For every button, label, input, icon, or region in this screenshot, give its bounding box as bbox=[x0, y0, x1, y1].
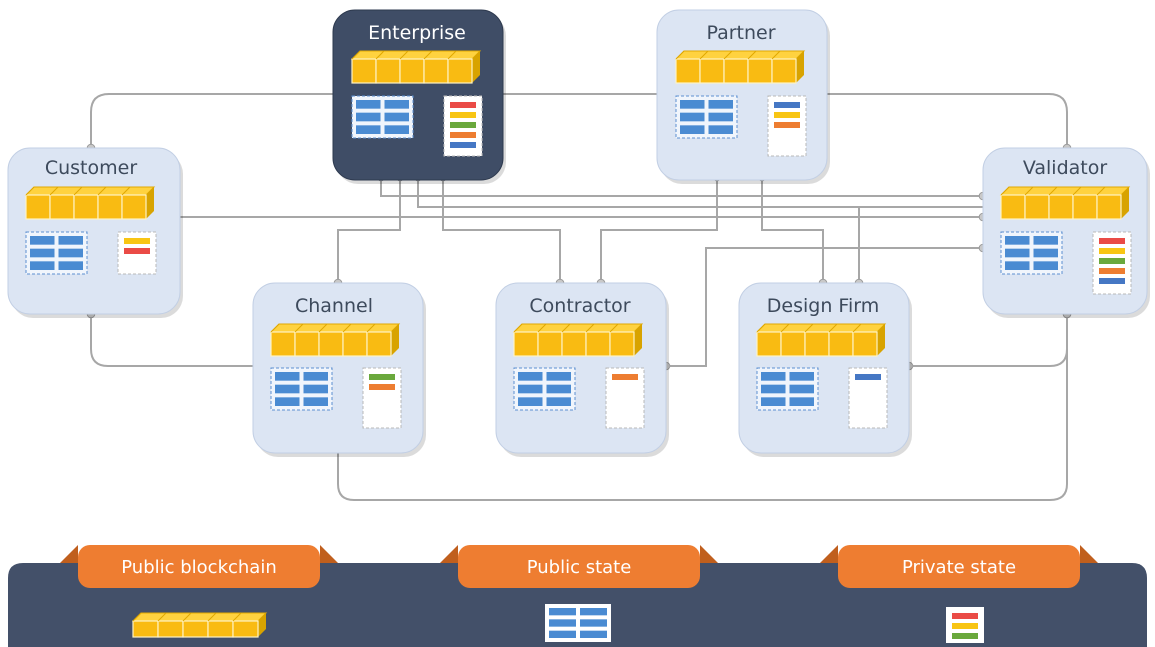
public-state-icon bbox=[545, 604, 611, 642]
green-state-bar bbox=[369, 374, 395, 380]
connector-line bbox=[337, 314, 1068, 501]
public-state-icon bbox=[513, 367, 576, 411]
yellow-state-bar bbox=[774, 112, 800, 118]
public-state-icon bbox=[25, 231, 88, 275]
node-label: Contractor bbox=[529, 295, 630, 317]
legend-tab bbox=[458, 545, 700, 588]
legend-label: Private state bbox=[902, 557, 1016, 578]
blockchain-icon bbox=[131, 612, 268, 638]
private-state-icon bbox=[1092, 231, 1132, 295]
green-state-bar bbox=[450, 122, 476, 128]
legend-private-state: Private state bbox=[820, 545, 1098, 643]
private-state-icon bbox=[443, 95, 483, 157]
yellow-state-bar bbox=[952, 623, 978, 629]
legend-tab bbox=[78, 545, 320, 588]
private-state-icon bbox=[362, 367, 402, 429]
node-label: Design Firm bbox=[767, 295, 879, 317]
blue-state-bar bbox=[855, 374, 881, 380]
blockchain-icon bbox=[999, 186, 1131, 220]
red-state-bar bbox=[450, 102, 476, 108]
connector-line bbox=[90, 314, 253, 367]
yellow-state-bar bbox=[1099, 248, 1125, 254]
blockchain-icon bbox=[512, 323, 644, 357]
node-label: Customer bbox=[45, 157, 137, 179]
orange-state-bar bbox=[369, 384, 395, 390]
private-state-icon bbox=[848, 367, 888, 429]
connector-line bbox=[600, 180, 718, 283]
orange-state-bar bbox=[612, 374, 638, 380]
orange-state-bar bbox=[774, 122, 800, 128]
private-state-icon bbox=[605, 367, 645, 429]
blockchain-icon bbox=[674, 50, 806, 84]
connector-line bbox=[761, 180, 824, 283]
red-state-bar bbox=[952, 613, 978, 619]
red-state-bar bbox=[124, 248, 150, 254]
public-state-icon bbox=[270, 367, 333, 411]
public-state-icon bbox=[756, 367, 819, 411]
connector-line bbox=[380, 180, 983, 197]
green-state-bar bbox=[1099, 258, 1125, 264]
legend-public-blockchain: Public blockchain bbox=[60, 545, 338, 638]
connector-line bbox=[417, 180, 983, 208]
node-label: Enterprise bbox=[368, 22, 466, 44]
node-contractor[interactable]: Contractor bbox=[495, 282, 669, 457]
blockchain-icon bbox=[755, 323, 887, 357]
node-customer[interactable]: Customer bbox=[7, 147, 183, 318]
legend-tab bbox=[838, 545, 1080, 588]
legend-label: Public state bbox=[527, 557, 632, 578]
public-state-icon bbox=[675, 95, 738, 139]
connector-line bbox=[909, 314, 1068, 367]
blue-state-bar bbox=[1099, 278, 1125, 284]
private-state-icon bbox=[117, 231, 157, 275]
blockchain-icon bbox=[24, 186, 156, 220]
node-channel[interactable]: Channel bbox=[252, 282, 426, 457]
legend-public-state: Public state bbox=[440, 545, 718, 642]
green-state-bar bbox=[952, 633, 978, 639]
orange-state-bar bbox=[1099, 268, 1125, 274]
node-validator[interactable]: Validator bbox=[982, 147, 1150, 318]
node-enterprise[interactable]: Enterprise bbox=[332, 9, 506, 184]
private-state-icon bbox=[767, 95, 807, 157]
legend-panel: Public blockchain Public state Private sta… bbox=[8, 545, 1147, 647]
blue-state-bar bbox=[450, 142, 476, 148]
node-label: Partner bbox=[706, 22, 775, 44]
public-state-icon bbox=[1000, 231, 1063, 275]
red-state-bar bbox=[1099, 238, 1125, 244]
legend-label: Public blockchain bbox=[121, 557, 277, 578]
node-design-firm[interactable]: Design Firm bbox=[738, 282, 912, 457]
yellow-state-bar bbox=[450, 112, 476, 118]
yellow-state-bar bbox=[124, 238, 150, 244]
connector-line bbox=[90, 93, 1068, 148]
blue-state-bar bbox=[774, 102, 800, 108]
blockchain-icon bbox=[350, 50, 482, 84]
connector-line bbox=[337, 180, 401, 283]
connector-line bbox=[442, 180, 561, 283]
node-label: Validator bbox=[1023, 157, 1108, 179]
private-state-icon bbox=[946, 607, 984, 643]
node-label: Channel bbox=[295, 295, 373, 317]
connector-line bbox=[666, 247, 983, 367]
node-partner[interactable]: Partner bbox=[656, 9, 830, 184]
orange-state-bar bbox=[450, 132, 476, 138]
blockchain-icon bbox=[269, 323, 401, 357]
public-state-icon bbox=[351, 95, 414, 139]
